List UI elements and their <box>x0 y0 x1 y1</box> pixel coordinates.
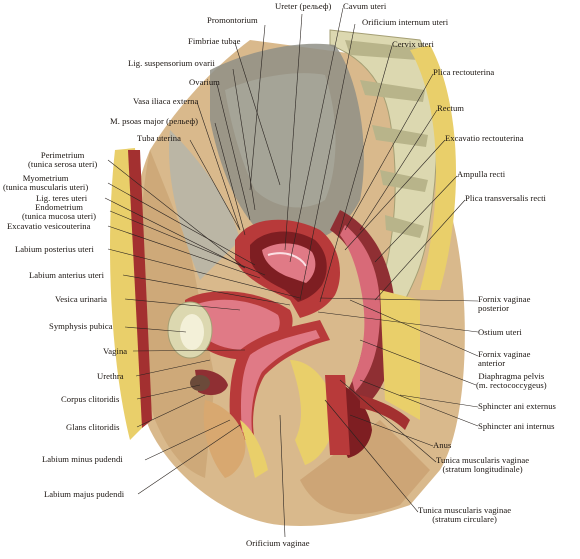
label-orificium-internum-uteri: Orificium internum uteri <box>362 17 449 27</box>
label-cervix-uteri: Cervix uteri <box>392 39 434 49</box>
label-lig-teres-uteri: Lig. teres uteri <box>36 193 88 203</box>
label-endometrium: Endometrium (tunica mucosa uteri) <box>22 202 97 221</box>
label-vesica-urinaria: Vesica urinaria <box>55 294 108 304</box>
label-plica-transversalis-recti: Plica transversalis recti <box>465 193 546 203</box>
label-anus: Anus <box>433 440 452 450</box>
label-vasa-iliaca-externa: Vasa iliaca externa <box>133 96 199 106</box>
label-corpus-clitoridis: Corpus clitoridis <box>61 394 120 404</box>
label-ovarium: Ovarium <box>189 77 220 87</box>
label-glans-clitoridis: Glans clitoridis <box>66 422 120 432</box>
label-myometrium: Myometrium (tunica muscularis uteri) <box>3 173 89 192</box>
label-cavum-uteri: Cavum uteri <box>343 1 387 11</box>
label-ureter: Ureter (рельеф) <box>275 1 332 11</box>
label-promontorium: Promontorium <box>207 15 258 25</box>
label-labium-posterius-uteri: Labium posterius uteri <box>15 244 94 254</box>
label-symphysis-pubica: Symphysis pubica <box>49 321 113 331</box>
label-lig-suspensorium-ovarii: Lig. suspensorium ovarii <box>128 58 215 68</box>
label-fornix-vaginae-posterior: Fornix vaginae posterior <box>478 294 531 313</box>
label-orificium-vaginae: Orificium vaginae <box>246 538 310 548</box>
label-sphincter-ani-externus: Sphincter ani externus <box>478 401 556 411</box>
label-tunica-musc-vag-longitudinale: Tunica muscularis vaginae (stratum longi… <box>436 455 530 474</box>
leader-lines <box>104 7 479 538</box>
label-labium-anterius-uteri: Labium anterius uteri <box>29 270 105 280</box>
label-perimetrium: Perimetrium (tunica serosa uteri) <box>28 150 98 169</box>
label-diaphragma-pelvis: Diaphragma pelvis (m. rectococcygeus) <box>476 371 547 390</box>
label-urethra: Urethra <box>97 371 124 381</box>
label-sphincter-ani-internus: Sphincter ani internus <box>478 421 555 431</box>
label-tunica-musc-vag-circulare: Tunica muscularis vaginae (stratum circu… <box>418 505 512 524</box>
label-excavatio-rectouterina: Excavatio rectouterina <box>445 133 524 143</box>
label-ostium-uteri: Ostium uteri <box>478 327 522 337</box>
label-tuba-uterina: Tuba uterina <box>137 133 181 143</box>
rectum <box>330 210 420 420</box>
uterus <box>235 219 340 318</box>
label-fornix-vaginae-anterior: Fornix vaginae anterior <box>478 349 531 368</box>
label-fimbriae-tubae: Fimbriae tubae <box>188 36 241 46</box>
label-labium-minus-pudendi: Labium minus pudendi <box>42 454 123 464</box>
label-vagina: Vagina <box>103 346 128 356</box>
external-genitalia <box>190 360 335 478</box>
pubic-symphysis <box>167 301 213 359</box>
label-excavatio-vesicouterina: Excavatio vesicouterina <box>7 221 91 231</box>
label-rectum: Rectum <box>437 103 465 113</box>
label-labium-majus-pudendi: Labium majus pudendi <box>44 489 125 499</box>
label-ampulla-recti: Ampulla recti <box>457 169 506 179</box>
label-plica-rectouterina: Plica rectouterina <box>433 67 495 77</box>
label-m-psoas-major: M. psoas major (рельеф) <box>110 116 199 126</box>
vagina <box>229 320 330 440</box>
